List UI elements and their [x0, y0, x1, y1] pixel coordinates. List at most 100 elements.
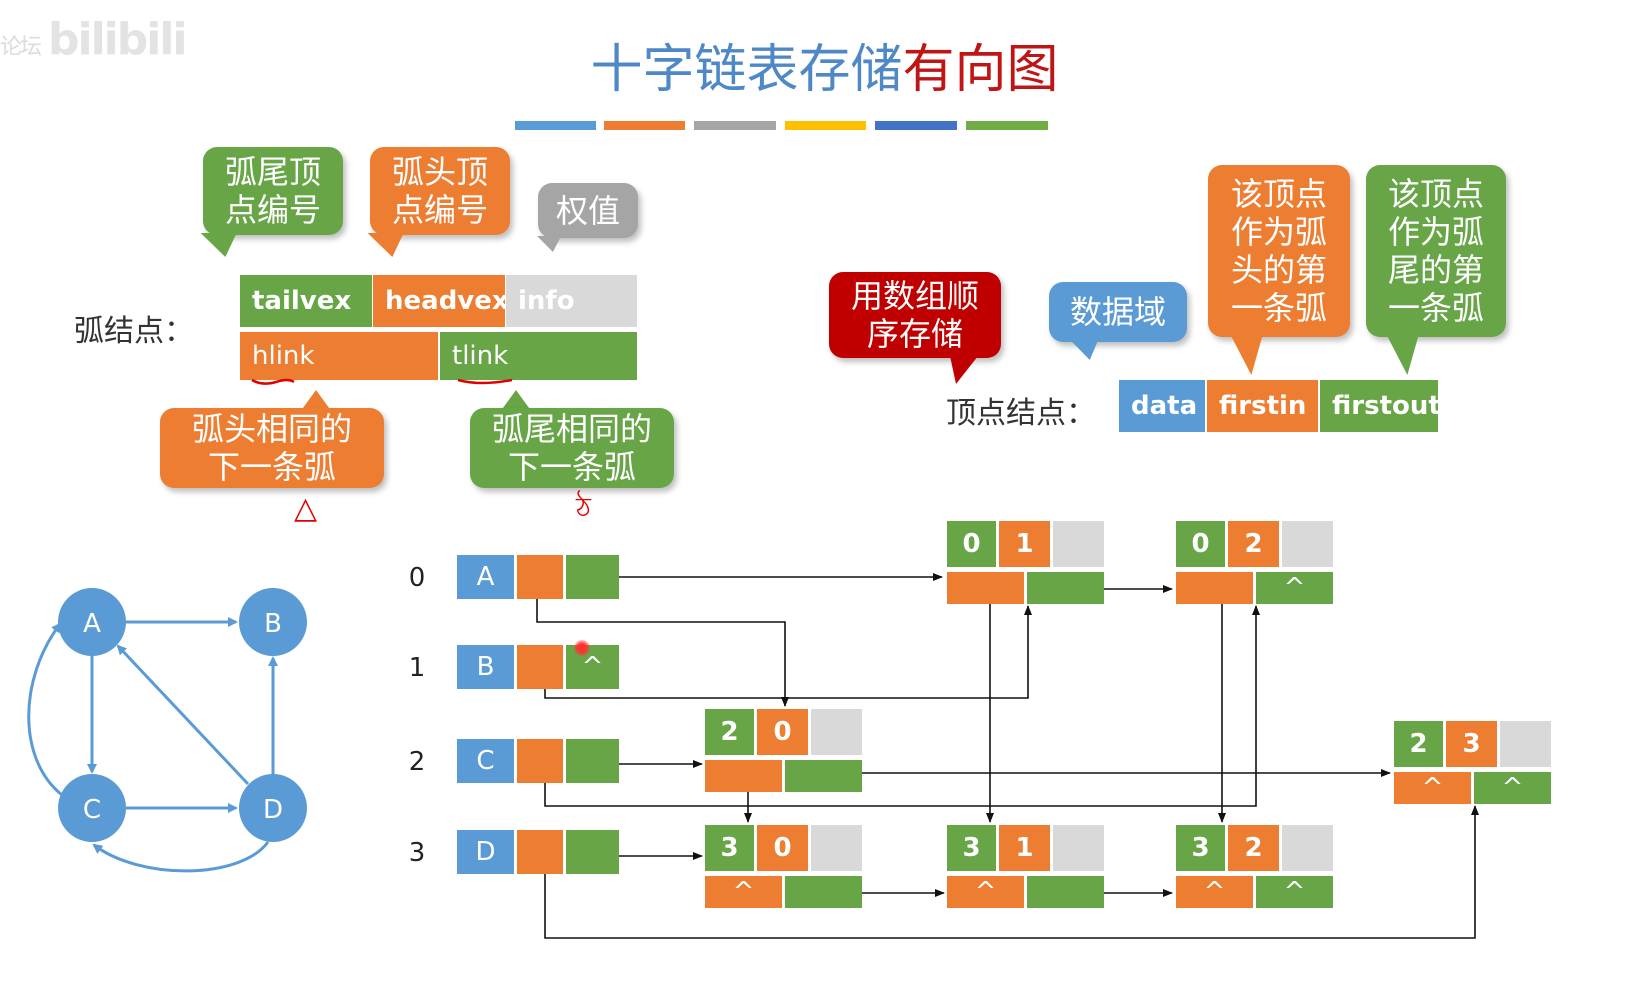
title-bar-1 [515, 121, 596, 130]
graph-node-B [239, 588, 307, 656]
arc-23-tail: 2 [1394, 721, 1443, 767]
arc-23-head-text: 3 [1462, 729, 1481, 759]
vertex-node-label: 顶点结点： [946, 396, 1096, 431]
slide-title: 十字链表存储有向图 [0, 38, 1649, 102]
vertex-A-data-text: A [476, 562, 495, 592]
arc-20-info [811, 709, 862, 755]
callout-sequential-text: 用数组顺 序存储 [850, 277, 979, 353]
title-bar-4 [785, 121, 866, 130]
vertex-field-data: data [1119, 380, 1205, 432]
arc-node-label: 弧结点： [74, 314, 194, 349]
callout-weight-text: 权值 [555, 191, 620, 230]
arc-23-hlink-text: ^ [1421, 773, 1444, 803]
callout-first-out-text: 该顶点 作为弧 尾的第 一条弧 [1387, 175, 1484, 327]
arc-field-hlink: hlink [240, 332, 438, 380]
arc-02-head: 2 [1228, 521, 1279, 567]
callout-same-tail-pointer [500, 390, 532, 412]
underline-hlink [251, 378, 295, 385]
vertex-index-0: 0 [408, 563, 426, 593]
callout-tail-vertex: 弧尾顶 点编号 [203, 147, 343, 235]
vertex-A-data: A [457, 555, 514, 599]
watermark-brand: bilibili [48, 14, 187, 65]
arc-23-tail-text: 2 [1409, 729, 1428, 759]
link-D-firstin [544, 805, 1479, 939]
arc-32-tail: 3 [1176, 825, 1225, 871]
laser-pointer-dot [574, 640, 590, 656]
title-bar-2 [604, 121, 685, 130]
callout-first-in-text: 该顶点 作为弧 头的第 一条弧 [1230, 175, 1327, 327]
vertex-A-firstout [566, 555, 619, 599]
vertex-field-firstout: firstout [1320, 380, 1441, 432]
arc-02-tail-text: 0 [1191, 529, 1210, 559]
arc-01-tlink [1027, 572, 1104, 604]
annotation-mark2: ঠ [575, 490, 592, 524]
arc-field-tlink: tlink [440, 332, 637, 380]
vertex-B-data: B [457, 645, 514, 689]
watermark-prefix: 论坛 [0, 35, 42, 60]
arc-20-tail: 2 [705, 709, 754, 755]
link-A-firstin [536, 590, 789, 707]
arc-30-tail-text: 3 [720, 833, 739, 863]
arc-30-head-text: 0 [773, 833, 792, 863]
arc-31-info [1053, 825, 1104, 871]
vertex-C-firstout [566, 739, 619, 783]
vertex-D-firstin [517, 830, 563, 874]
arc-32-tail-text: 3 [1191, 833, 1210, 863]
vertex-B-data-text: B [476, 652, 495, 682]
edge-C-A [27, 622, 63, 797]
vertex-index-1: 1 [408, 653, 426, 683]
arc-01-info [1053, 521, 1104, 567]
callout-same-head: 弧头相同的 下一条弧 [160, 408, 384, 488]
arc-32-hlink-text: ^ [1203, 877, 1226, 907]
callout-same-tail: 弧尾相同的 下一条弧 [470, 408, 674, 488]
arc-02-info [1282, 521, 1333, 567]
arc-30-hlink: ^ [705, 876, 782, 908]
title-part2: 有向图 [902, 40, 1059, 100]
annotation-mark1: △ [294, 491, 317, 526]
vertex-C-data-text: C [476, 746, 495, 776]
title-bar-6 [966, 121, 1048, 130]
title-part1: 十字链表存储 [590, 40, 903, 100]
arc-field-tailvex-text: tailvex [252, 286, 352, 316]
callout-head-vertex-text: 弧头顶 点编号 [391, 153, 488, 229]
arc-23-hlink: ^ [1394, 772, 1471, 804]
arc-30-info [811, 825, 862, 871]
arc-20-hlink [705, 760, 782, 792]
vertex-B-firstout: ^ [566, 645, 619, 689]
vertex-field-firstin-text: firstin [1219, 391, 1307, 421]
edge-D-C [92, 841, 270, 873]
graph-node-B-label: B [264, 609, 282, 639]
arc-23-tlink: ^ [1474, 772, 1551, 804]
arc-field-hlink-text: hlink [252, 341, 315, 371]
graph-node-A-label: A [83, 609, 101, 639]
arc-field-headvex-text: headvex [385, 286, 509, 316]
graph-node-D [239, 774, 307, 842]
callout-head-vertex: 弧头顶 点编号 [370, 147, 510, 235]
graph-node-D-label: D [263, 795, 283, 825]
graph-node-C-label: C [83, 795, 101, 825]
title-bar-3 [694, 121, 776, 130]
arc-32-head: 2 [1228, 825, 1279, 871]
arc-31-tail-text: 3 [962, 833, 981, 863]
vertex-B-firstout-null: ^ [581, 652, 604, 682]
arc-20-head: 0 [757, 709, 808, 755]
vertex-C-data: C [457, 739, 514, 783]
callout-first-in: 该顶点 作为弧 头的第 一条弧 [1208, 165, 1350, 337]
vertex-D-data: D [457, 830, 514, 874]
graph-node-A [58, 588, 126, 656]
arc-20-tlink [785, 760, 862, 792]
arc-02-tlink-text: ^ [1283, 573, 1306, 603]
arc-31-head: 1 [999, 825, 1050, 871]
vertex-index-2: 2 [408, 747, 426, 777]
arc-01-head: 1 [999, 521, 1050, 567]
edge-D-A [116, 644, 250, 786]
vertex-D-firstout [566, 830, 619, 874]
vertex-C-firstin [517, 739, 563, 783]
arc-31-tlink [1027, 876, 1104, 908]
arc-field-info: info [506, 275, 637, 327]
arc-02-tail: 0 [1176, 521, 1225, 567]
arc-01-hlink [947, 572, 1024, 604]
